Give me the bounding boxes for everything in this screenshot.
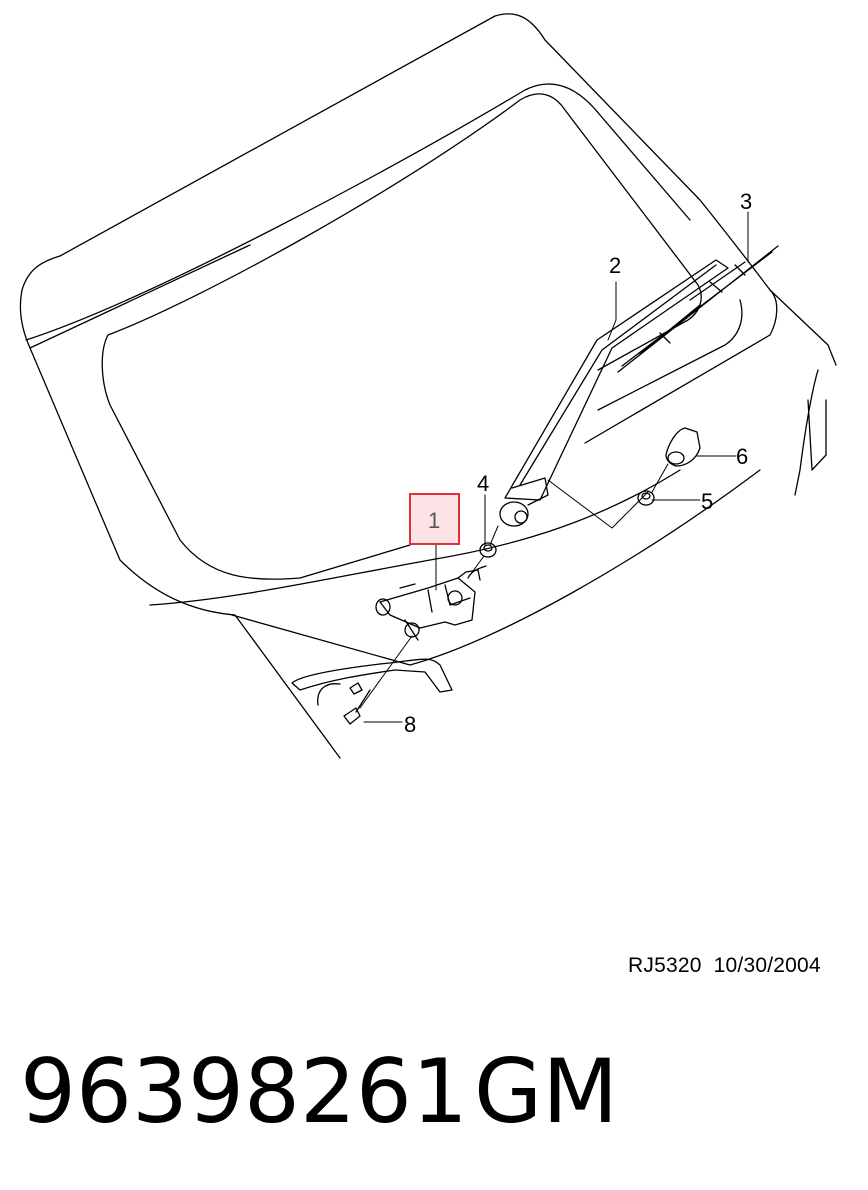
rear-window-glass (101, 93, 702, 580)
drawing-date: 10/30/2004 (713, 954, 821, 977)
spoiler-edge (25, 83, 691, 341)
body-panel-right-inner (597, 299, 743, 411)
body-panel-right (584, 289, 778, 444)
part-number: 96398261 (20, 1040, 468, 1143)
callout-3: 3 (740, 189, 752, 214)
wiper-blade (617, 245, 779, 373)
drawing-code: RJ5320 (628, 954, 702, 977)
rear-wiper-exploded-diagram: 1 2 3 4 5 6 8 (19, 13, 837, 759)
assembly-lines (359, 463, 669, 709)
wiper-arm (504, 259, 729, 501)
drawing-reference: RJ5320 10/30/2004 (628, 954, 821, 978)
callout-5: 5 (701, 489, 713, 514)
brand-label: GM (474, 1040, 619, 1143)
wiper-motor (375, 565, 487, 641)
pivot-nut (479, 542, 497, 558)
lower-trim-panel (291, 658, 453, 693)
tailgate-left-edge (19, 289, 341, 759)
pivot-cap (665, 427, 701, 467)
tailgate-outline (21, 13, 837, 366)
callout-8: 8 (404, 712, 416, 737)
callout-4: 4 (477, 471, 489, 496)
tailgate-bottom-edge (231, 469, 761, 666)
callout-leaders (363, 211, 749, 723)
mounting-bolt (343, 689, 371, 725)
body-panel-right-lower (794, 369, 827, 496)
spoiler-lower (29, 244, 251, 349)
callout-2: 2 (609, 253, 621, 278)
retaining-nut (637, 490, 655, 506)
callout-1-highlight (409, 493, 460, 545)
callout-1: 1 (428, 508, 440, 533)
callout-6: 6 (736, 444, 748, 469)
wiper-arm-pivot (499, 501, 529, 527)
window-inner-lower (149, 469, 681, 606)
